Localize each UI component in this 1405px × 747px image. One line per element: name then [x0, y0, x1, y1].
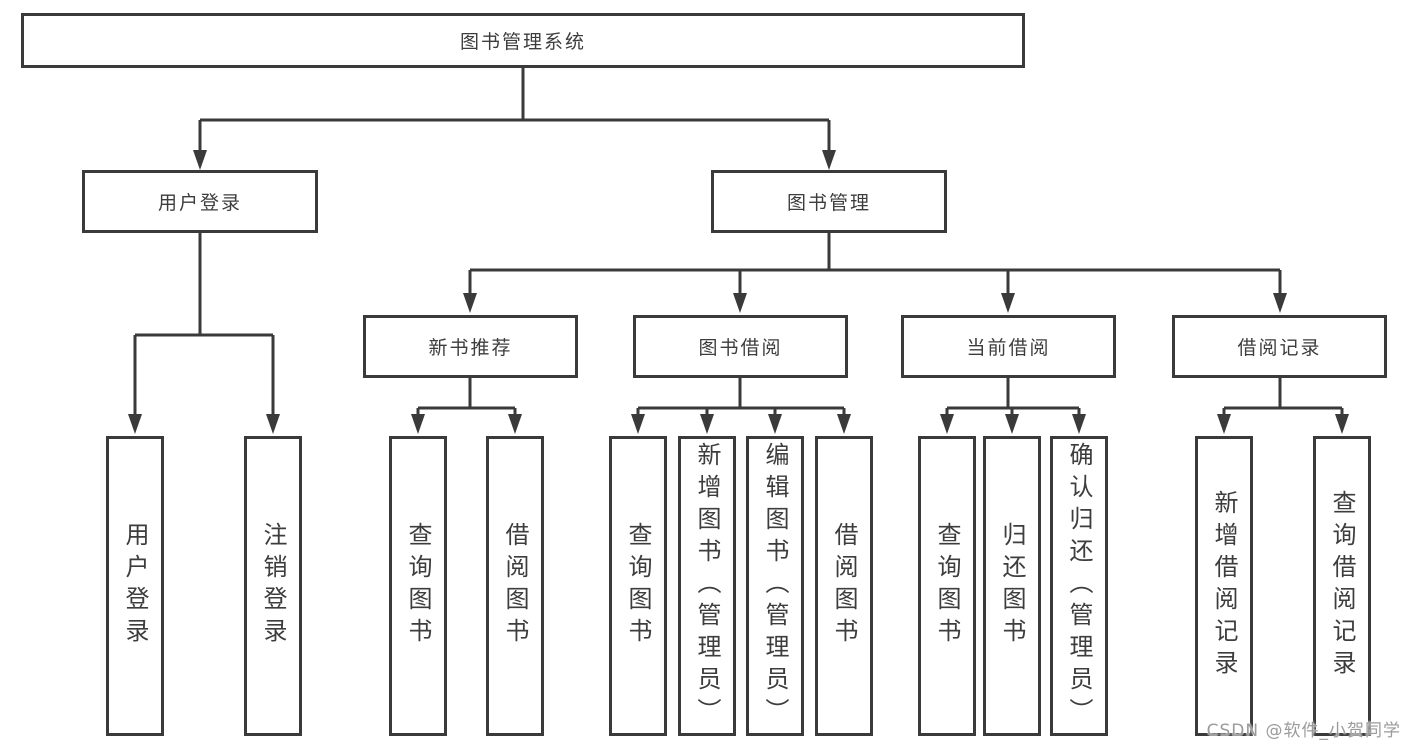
leaf-borrow-books-1-label: 借阅图书 [501, 522, 529, 650]
node-current-borrowing: 当前借阅 [901, 315, 1116, 378]
leaf-query-books-3: 查询图书 [918, 436, 976, 736]
leaf-user-login-label: 用户登录 [121, 522, 149, 650]
leaf-add-book-admin-label: 新增图书（管理员） [693, 442, 721, 730]
node-borrowing-records: 借阅记录 [1172, 315, 1387, 378]
node-book-management-branch: 图书管理 [711, 170, 947, 233]
csdn-watermark: CSDN @软件_小贺同学 [1206, 721, 1401, 741]
leaf-add-borrow-record: 新增借阅记录 [1195, 436, 1253, 736]
leaf-user-login: 用户登录 [106, 436, 164, 736]
leaf-edit-book-admin: 编辑图书（管理员） [746, 436, 804, 736]
node-book-borrowing: 图书借阅 [633, 315, 848, 378]
leaf-query-books-2-label: 查询图书 [624, 522, 652, 650]
node-new-book-recommendation-label: 新书推荐 [428, 337, 513, 359]
leaf-logout: 注销登录 [244, 436, 302, 736]
leaf-confirm-return-admin-label: 确认归还（管理员） [1065, 442, 1093, 730]
leaf-logout-label: 注销登录 [259, 522, 287, 650]
node-user-login-branch: 用户登录 [82, 170, 318, 233]
leaf-borrow-books-2: 借阅图书 [815, 436, 873, 736]
leaf-query-books-1: 查询图书 [389, 436, 447, 736]
leaf-confirm-return-admin: 确认归还（管理员） [1050, 436, 1108, 736]
leaf-query-books-1-label: 查询图书 [404, 522, 432, 650]
leaf-add-borrow-record-label: 新增借阅记录 [1210, 490, 1238, 682]
leaf-add-book-admin: 新增图书（管理员） [678, 436, 736, 736]
node-borrowing-records-label: 借阅记录 [1237, 337, 1322, 359]
leaf-query-books-2: 查询图书 [609, 436, 667, 736]
node-user-login-branch-label: 用户登录 [157, 192, 242, 214]
leaf-edit-book-admin-label: 编辑图书（管理员） [761, 442, 789, 730]
leaf-query-borrow-record: 查询借阅记录 [1313, 436, 1371, 736]
leaf-borrow-books-2-label: 借阅图书 [830, 522, 858, 650]
node-library-management-system: 图书管理系统 [21, 13, 1025, 68]
leaf-borrow-books-1: 借阅图书 [486, 436, 544, 736]
node-book-management-branch-label: 图书管理 [786, 192, 871, 214]
leaf-return-books-label: 归还图书 [998, 522, 1026, 650]
leaf-query-books-3-label: 查询图书 [933, 522, 961, 650]
node-new-book-recommendation: 新书推荐 [363, 315, 578, 378]
leaf-query-borrow-record-label: 查询借阅记录 [1328, 490, 1356, 682]
node-current-borrowing-label: 当前借阅 [966, 337, 1051, 359]
node-library-management-system-label: 图书管理系统 [459, 31, 586, 53]
node-book-borrowing-label: 图书借阅 [698, 337, 783, 359]
leaf-return-books: 归还图书 [983, 436, 1041, 736]
